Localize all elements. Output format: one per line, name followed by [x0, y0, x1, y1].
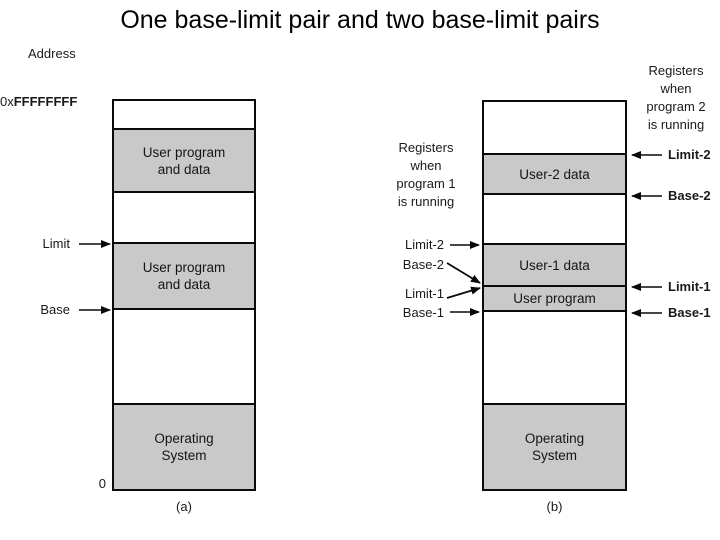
memory-section: User-1 data — [484, 245, 625, 287]
section-label: System — [531, 448, 577, 463]
memory-column-a: User program and data User program and d… — [112, 99, 256, 491]
caption-b: (b) — [546, 499, 563, 514]
base1-left-label: Base-1 — [402, 305, 444, 320]
limit2-left-label: Limit-2 — [404, 237, 444, 252]
memory-section — [484, 195, 625, 245]
memory-section: User program and data — [114, 130, 254, 193]
base2-right-label: Base-2 — [668, 188, 711, 203]
memory-section — [114, 310, 254, 405]
caption-line: when — [660, 81, 692, 96]
base1-right-label: Base-1 — [668, 305, 711, 320]
section-label: User program — [142, 260, 226, 275]
memory-section — [484, 102, 625, 155]
limit1-left-label: Limit-1 — [404, 286, 444, 301]
caption-a: (a) — [176, 499, 192, 514]
caption-line: program 2 — [646, 99, 706, 114]
caption-line: Registers — [398, 140, 454, 155]
memory-section: User-2 data — [484, 155, 625, 195]
section-label: and data — [157, 277, 211, 292]
section-label: User-2 data — [519, 166, 590, 182]
registers-program2-caption: Registers when program 2 is running — [632, 62, 720, 134]
section-label: System — [161, 448, 207, 463]
hex-prefix: 0x — [0, 94, 14, 109]
memory-section: Operating System — [114, 405, 254, 489]
section-label: User program — [142, 144, 226, 160]
caption-line: is running — [397, 194, 455, 209]
limit-register-label: Limit — [42, 236, 70, 251]
caption-line: program 1 — [396, 176, 456, 191]
limit2-right-label: Limit-2 — [668, 147, 711, 162]
base-register-label: Base — [40, 302, 70, 317]
hex-value: FFFFFFFF — [13, 94, 78, 109]
caption-line: is running — [647, 117, 705, 132]
section-label: and data — [157, 161, 211, 177]
section-label: Operating — [154, 431, 214, 446]
base2-left-arrow — [446, 262, 481, 284]
memory-section: User program — [484, 287, 625, 312]
registers-program1-caption: Registers when program 1 is running — [386, 139, 466, 211]
top-address-label: 0xFFFFFFFF — [0, 95, 77, 109]
memory-section: User program and data — [114, 244, 254, 310]
memory-column-b: User-2 data User-1 data User program Ope… — [482, 100, 627, 491]
memory-section — [484, 312, 625, 405]
caption-line: Registers — [648, 63, 704, 78]
limit1-left-arrow — [446, 286, 481, 299]
slide-title: One base-limit pair and two base-limit p… — [120, 6, 600, 34]
section-label: User program — [513, 291, 596, 306]
section-label: User-1 data — [519, 257, 590, 273]
zero-address-label: 0 — [98, 476, 106, 491]
address-axis-label: Address — [28, 46, 76, 61]
memory-section — [114, 101, 254, 130]
memory-section: Operating System — [484, 405, 625, 489]
caption-line: when — [410, 158, 442, 173]
limit1-right-label: Limit-1 — [668, 279, 711, 294]
section-label: Operating — [524, 431, 585, 446]
memory-section — [114, 193, 254, 244]
base2-left-label: Base-2 — [402, 257, 444, 272]
